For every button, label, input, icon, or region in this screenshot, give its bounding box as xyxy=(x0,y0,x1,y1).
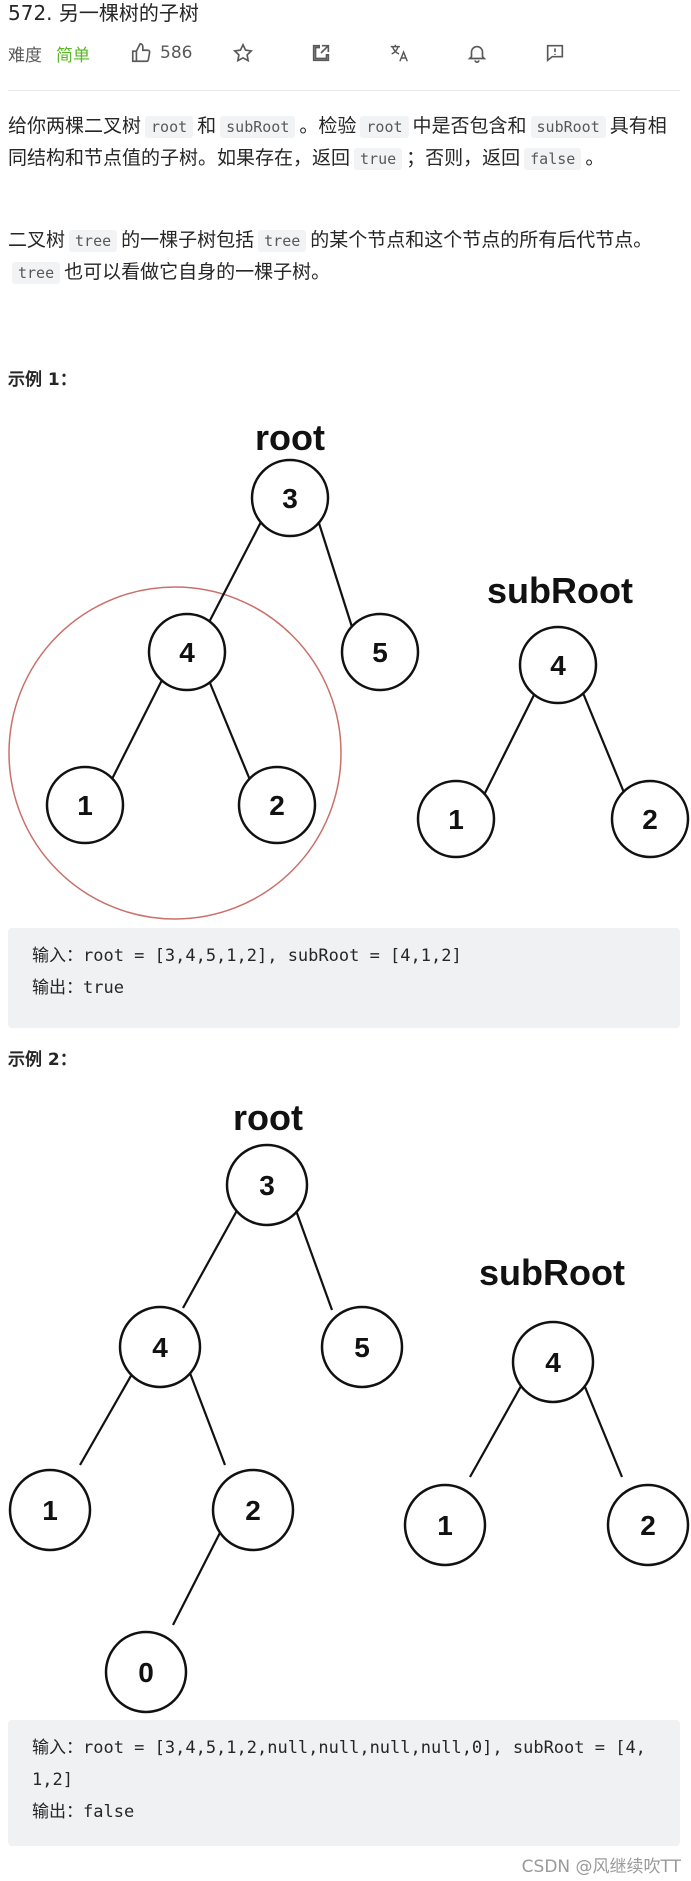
example-1-input: 输入：root = [3,4,5,1,2], subRoot = [4,1,2] xyxy=(32,946,462,966)
example-1-output: 输出：true xyxy=(32,978,124,998)
tree-edge xyxy=(576,1369,624,1478)
svg-text:0: 0 xyxy=(138,1657,154,1688)
tree-node: 5 xyxy=(320,1305,404,1389)
example-2-tree-diagram: root subRoot 3 4 5 1 2 0 4 1 2 xyxy=(8,1097,690,1714)
inline-code: subRoot xyxy=(220,116,296,138)
svg-text:1: 1 xyxy=(448,804,464,835)
tree-node: 2 xyxy=(211,1468,295,1552)
example-2-input: 输入：root = [3,4,5,1,2,null,null,null,null… xyxy=(32,1738,646,1790)
description-text: 给你两棵二叉树 xyxy=(8,115,142,137)
svg-text:5: 5 xyxy=(372,637,388,668)
tree-edge xyxy=(316,519,354,628)
tree-node: 4 xyxy=(511,1320,595,1404)
description-text: 。检验 xyxy=(299,115,357,137)
tree-node: 4 xyxy=(518,625,598,705)
inline-code: true xyxy=(354,148,403,170)
svg-text:4: 4 xyxy=(545,1347,561,1378)
svg-text:4: 4 xyxy=(550,650,566,681)
tree-edge xyxy=(183,1359,227,1466)
svg-text:1: 1 xyxy=(42,1495,58,1526)
bell-icon[interactable] xyxy=(466,42,488,64)
tree-edge xyxy=(172,1516,229,1626)
svg-text:4: 4 xyxy=(152,1332,168,1363)
example-2-label: 示例 2： xyxy=(8,1050,77,1070)
svg-text:2: 2 xyxy=(640,1510,656,1541)
tree-edge xyxy=(483,692,536,796)
divider xyxy=(8,90,680,91)
tree-edge xyxy=(292,1204,334,1311)
difficulty-label: 难度 xyxy=(8,45,42,66)
like-count: 586 xyxy=(160,43,193,63)
inline-code: tree xyxy=(258,230,307,252)
tree-node: 3 xyxy=(225,1143,309,1227)
star-icon[interactable] xyxy=(232,42,254,64)
tree-node: 1 xyxy=(8,1468,92,1552)
description-text: 的某个节点和这个节点的所有后代节点。 xyxy=(310,229,653,251)
svg-text:4: 4 xyxy=(179,637,195,668)
example-1-highlight-circle xyxy=(8,586,342,920)
description-text: 和 xyxy=(197,115,217,137)
example-2-codeblock: 输入：root = [3,4,5,1,2,null,null,null,null… xyxy=(8,1720,680,1846)
inline-code: subRoot xyxy=(530,116,606,138)
inline-code: tree xyxy=(12,262,61,284)
svg-text:5: 5 xyxy=(354,1332,370,1363)
tree-node: 2 xyxy=(610,779,690,859)
example-2-output: 输出：false xyxy=(32,1802,135,1822)
example-1-label: 示例 1： xyxy=(8,370,77,390)
tree-edge xyxy=(109,677,164,784)
description-text: 的一棵子树包括 xyxy=(121,229,255,251)
tree-node: 2 xyxy=(237,765,317,845)
difficulty-badge: 简单 xyxy=(56,45,90,66)
example-1-tree-diagram: root subRoot 3 4 5 1 2 4 1 2 xyxy=(8,417,690,920)
subroot-label: subRoot xyxy=(487,570,633,611)
problem-meta-bar: 难度 简单 586 xyxy=(8,40,566,66)
tree-edge xyxy=(79,1359,141,1466)
tree-edge xyxy=(204,519,263,631)
example-1-codeblock: 输入：root = [3,4,5,1,2], subRoot = [4,1,2]… xyxy=(8,928,680,1028)
feedback-icon[interactable] xyxy=(544,42,566,64)
root-label: root xyxy=(233,1097,303,1138)
translate-icon[interactable] xyxy=(388,42,410,64)
description-text: 。 xyxy=(585,147,605,169)
tree-edge xyxy=(581,692,627,796)
tree-node: 4 xyxy=(118,1305,202,1389)
tree-node: 1 xyxy=(403,1483,487,1567)
svg-text:2: 2 xyxy=(269,790,285,821)
share-icon[interactable] xyxy=(310,42,332,64)
inline-code: tree xyxy=(69,230,118,252)
tree-node: 5 xyxy=(340,612,420,692)
tree-node: 1 xyxy=(416,779,496,859)
description-text: 二叉树 xyxy=(8,229,66,251)
tree-node: 1 xyxy=(45,765,125,845)
svg-text:1: 1 xyxy=(77,790,93,821)
thumbs-up-icon[interactable] xyxy=(130,42,152,64)
inline-code: root xyxy=(360,116,409,138)
watermark: CSDN @风继续吹TT xyxy=(521,1857,681,1877)
description-text: 中是否包含和 xyxy=(412,115,527,137)
description-text: ；否则，返回 xyxy=(406,147,521,169)
svg-text:3: 3 xyxy=(259,1170,275,1201)
tree-edge xyxy=(469,1369,531,1478)
svg-text:2: 2 xyxy=(245,1495,261,1526)
tree-node: 2 xyxy=(606,1483,690,1567)
svg-text:2: 2 xyxy=(642,804,658,835)
inline-code: false xyxy=(524,148,582,170)
tree-node: 0 xyxy=(104,1630,188,1714)
svg-text:3: 3 xyxy=(282,483,298,514)
description-text: 具有相同结构和节点值的子树。如果存在，返回 xyxy=(8,115,667,169)
root-label: root xyxy=(255,417,325,458)
tree-edge xyxy=(182,1204,241,1309)
description-text: 也可以看做它自身的一棵子树。 xyxy=(64,261,331,283)
tree-node: 3 xyxy=(250,458,330,538)
tree-node: 4 xyxy=(147,612,227,692)
inline-code: root xyxy=(145,116,194,138)
problem-title: 572. 另一棵树的子树 xyxy=(8,1,199,25)
tree-edge xyxy=(208,682,252,781)
subroot-label: subRoot xyxy=(479,1252,625,1293)
svg-text:1: 1 xyxy=(437,1510,453,1541)
